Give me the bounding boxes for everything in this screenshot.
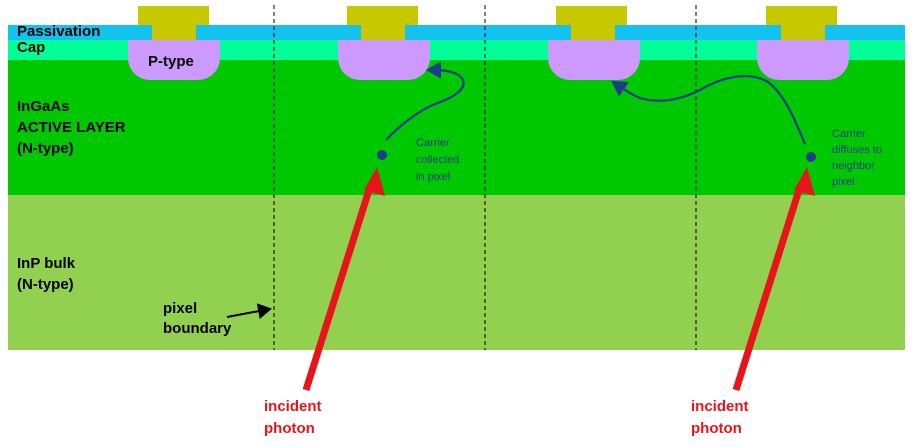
carrier-collected-line-3: in pixel [416,171,451,183]
carrier-collected-line-2: collected [416,154,460,166]
photon-arrow-1-head [364,167,385,196]
p-type-label: P-type [148,53,194,70]
p-type-region-3 [548,40,640,80]
carrier-path-diffuses [611,74,807,145]
pixel-boundary-arrow [226,303,272,320]
photon-arrow-2-shaft [732,188,803,392]
cap-layer [8,40,905,60]
passivation-label: Passivation [17,23,101,40]
active-layer-label: InGaAs ACTIVE LAYER (N-type) [17,98,126,158]
bulk-layer-label: InP bulk (N-type) [17,255,75,294]
pixel-boundary-label-line-1: pixel [163,300,198,317]
bulk-layer-label-line-1: InP bulk [17,255,76,272]
incident-photon-label-1: incident photon [264,396,322,440]
incident-photon-1-line-1: incident [264,398,322,415]
carrier-diffuses-line-4: pixel [832,176,855,188]
pixel-boundary-label-line-2: boundary [163,320,232,337]
photon-arrow-2-head [794,167,815,196]
photon-arrow-1-shaft [302,188,373,392]
carrier-path-collected [385,61,465,141]
incident-photon-2-line-2: photon [691,420,742,437]
pixel-boundary-label: pixel boundary [163,300,231,338]
cap-label: Cap [17,39,46,56]
carrier-diffuses-line-1: Carrier [832,128,866,140]
metal-contact-1 [138,6,209,40]
passivation-layer [8,25,905,40]
carrier-dot-1 [377,150,387,160]
incident-photon-1-line-2: photon [264,420,315,437]
active-layer-label-line-2: ACTIVE LAYER [17,119,126,136]
carrier-collected-label: Carrier collected in pixel [416,136,459,185]
carrier-collected-line-1: Carrier [416,137,450,149]
active-layer-label-line-3: (N-type) [17,140,74,157]
p-type-region-2 [338,40,430,80]
metal-contact-4 [766,6,837,40]
ingaas-active-layer [8,60,905,195]
active-layer-label-line-1: InGaAs [17,98,70,115]
incident-photon-2-line-1: incident [691,398,749,415]
metal-contact-2 [347,6,418,40]
p-type-region-1 [128,40,220,80]
metal-contact-3 [556,6,627,40]
incident-photon-label-2: incident photon [691,396,749,440]
carrier-dot-2 [806,152,816,162]
carrier-diffuses-line-3: neighbor [832,160,875,172]
bulk-layer-label-line-2: (N-type) [17,276,74,293]
p-type-region-4 [757,40,849,80]
carrier-diffuses-line-2: diffuses to [832,144,882,156]
carrier-diffuses-label: Carrier diffuses to neighbor pixel [832,127,882,190]
